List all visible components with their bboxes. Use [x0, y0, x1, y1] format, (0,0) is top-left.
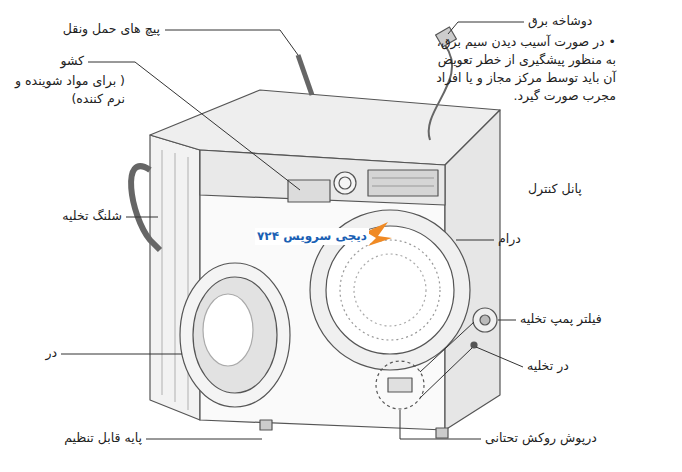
part-label: پایه قابل تنظیم	[64, 429, 142, 447]
part-label: پانل کنترل	[528, 180, 582, 198]
part-label: در تخلیه	[527, 357, 569, 375]
part-label: کشو	[60, 52, 84, 70]
warning-note: • در صورت آسیب دیدن سیم برق، به منظور پی…	[428, 33, 616, 106]
watermark: دیجی سرویس ۷۲۴	[255, 228, 369, 245]
part-label: درپوش روکش تحتانی	[485, 429, 597, 447]
part-label: درام	[498, 230, 521, 248]
part-label: در	[45, 344, 57, 362]
part-note: ( برای مواد شوینده و نرم کننده)	[7, 72, 125, 108]
part-label: پیچ های حمل ونقل	[63, 20, 160, 38]
part-label: دوشاخه برق	[528, 12, 592, 30]
part-label: شلنگ تخلیه	[62, 207, 122, 225]
part-label: فیلتر پمپ تخلیه	[520, 310, 602, 328]
